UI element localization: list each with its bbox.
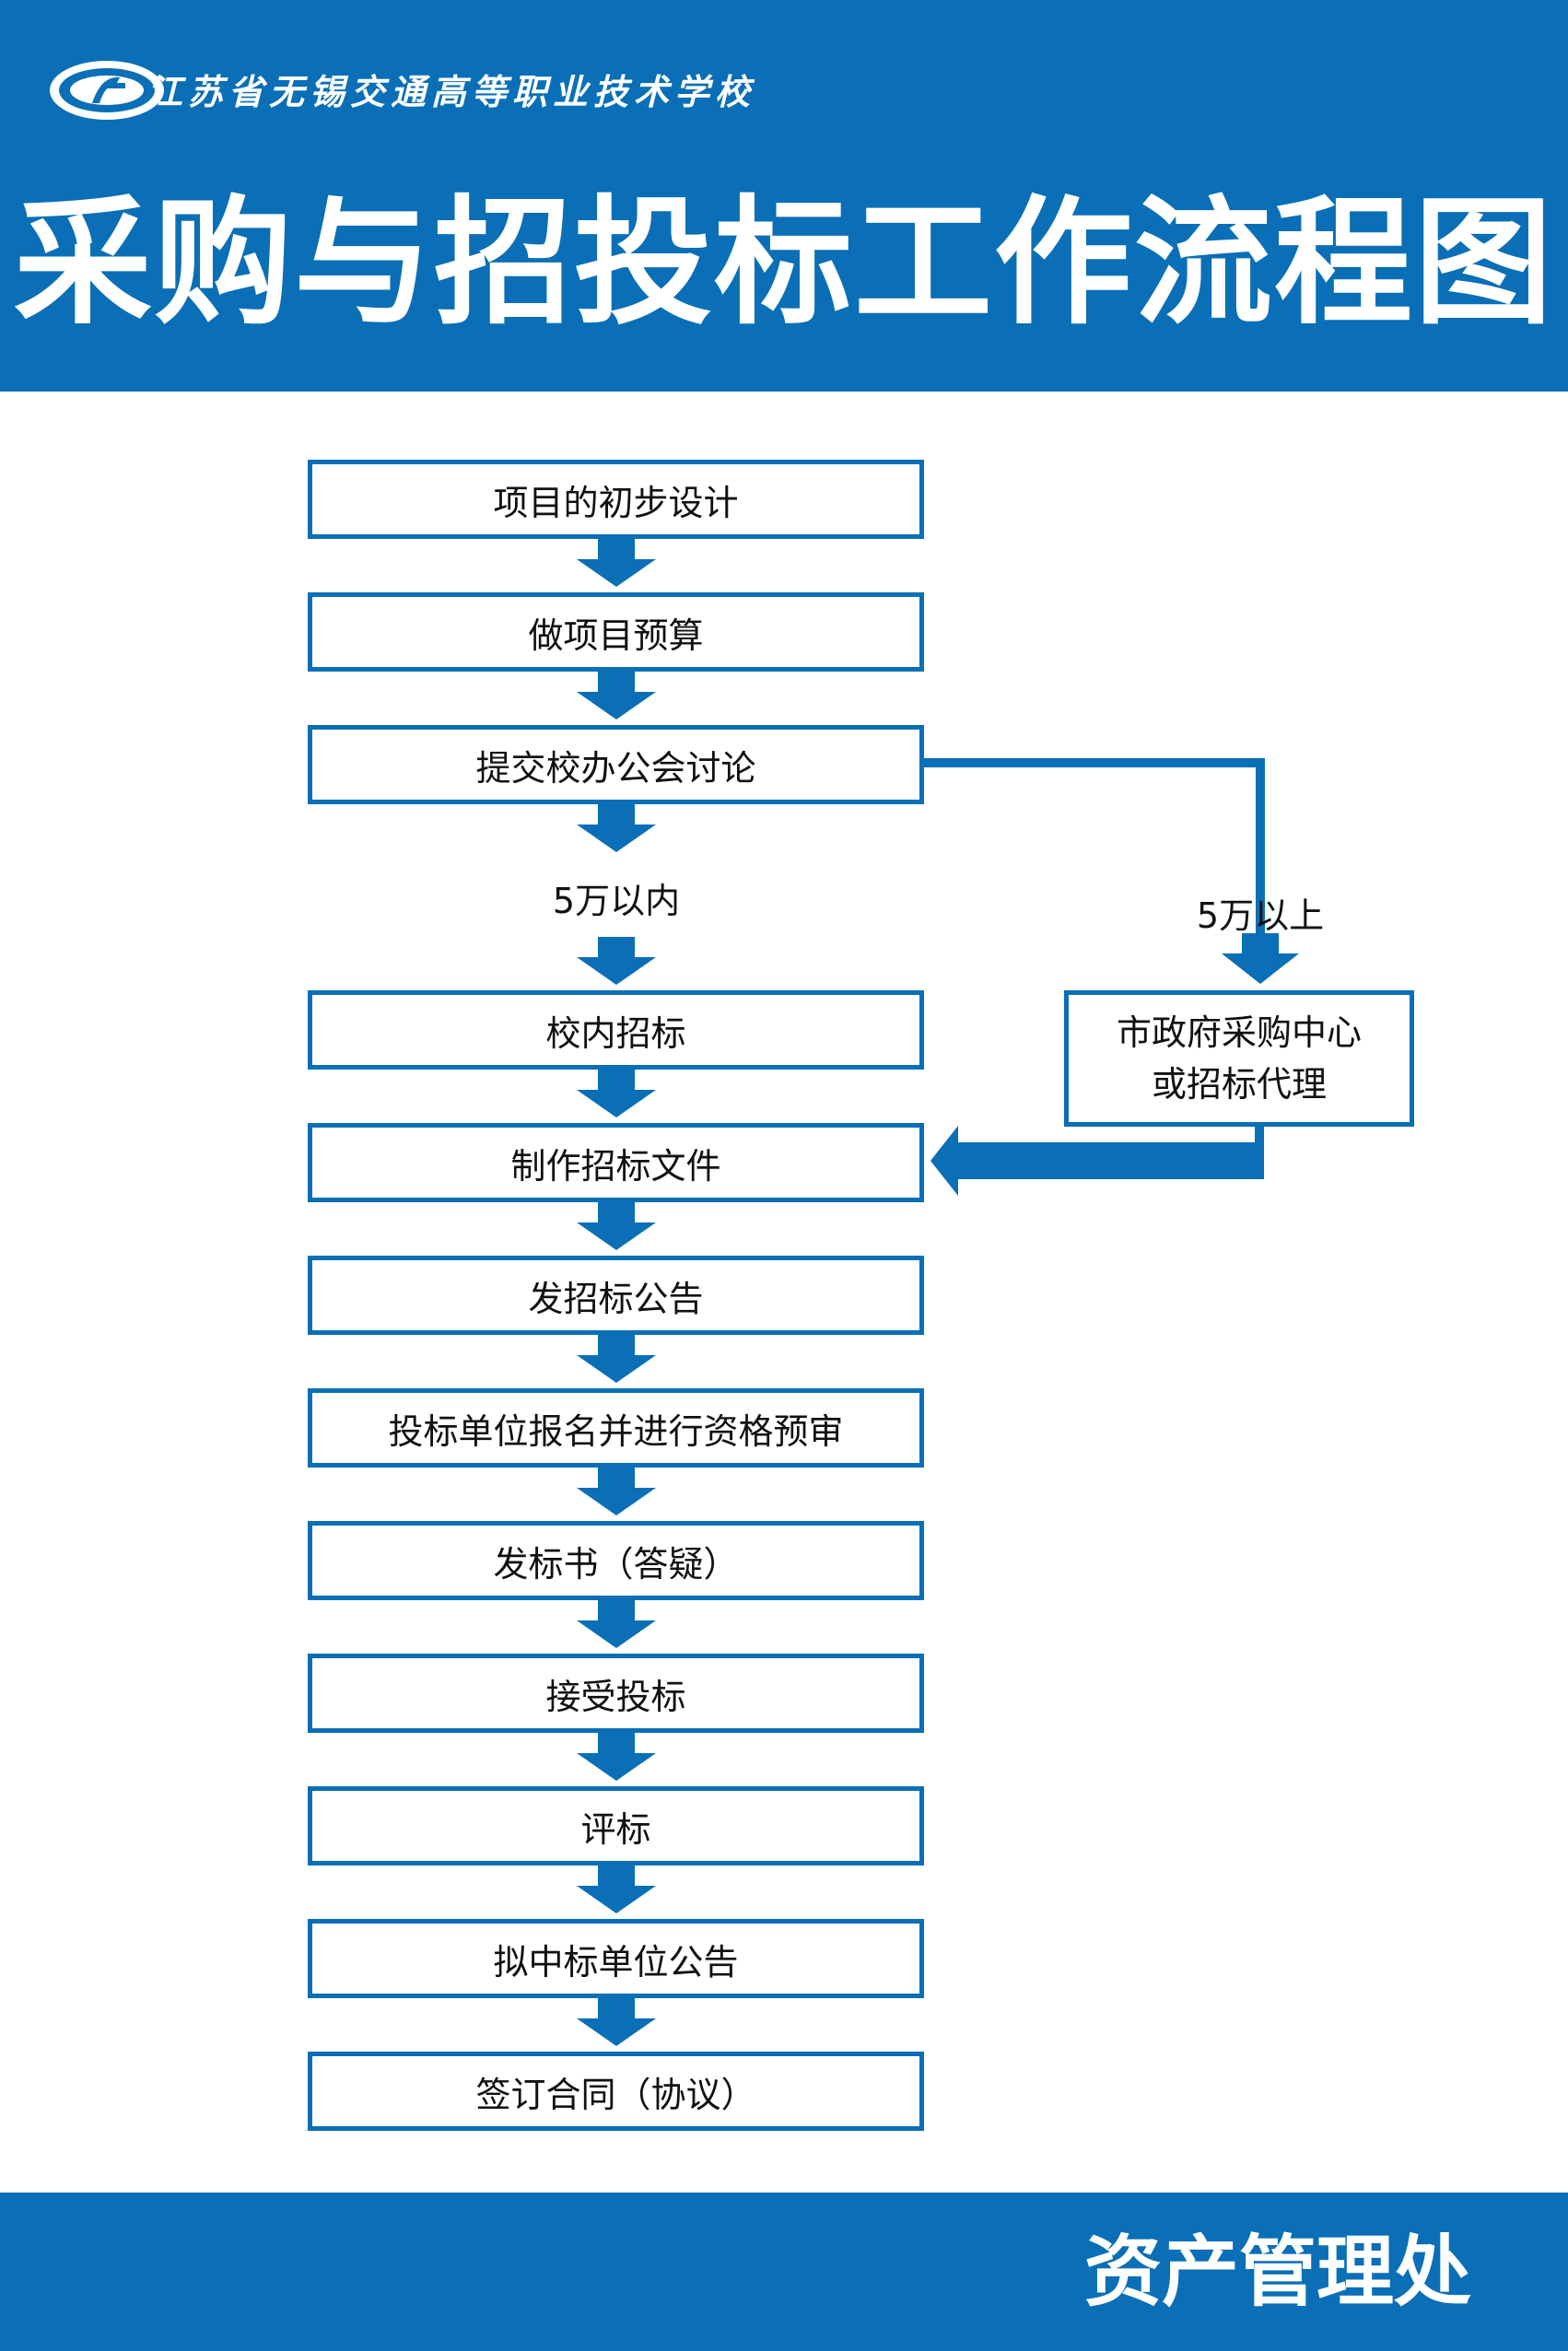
flow-arrow xyxy=(577,1600,656,1648)
side-box-line-2: 或招标代理 xyxy=(1151,1064,1327,1105)
side-box-line-1: 市政府采购中心 xyxy=(1116,1012,1362,1053)
flow-step-1: 项目的初步设计 xyxy=(308,460,924,539)
return-line-horizontal xyxy=(958,1142,1264,1179)
branch-arrow-down xyxy=(1222,933,1299,984)
flow-step-4: 校内招标 xyxy=(308,990,924,1070)
flow-arrow xyxy=(577,1335,656,1383)
side-box-city-procurement: 市政府采购中心 或招标代理 xyxy=(1064,990,1414,1127)
page-title: 采购与招投标工作流程图 xyxy=(13,181,1554,344)
flow-step-2: 做项目预算 xyxy=(308,592,924,672)
flow-step-12: 签订合同（协议） xyxy=(308,2052,924,2131)
flow-step-10: 评标 xyxy=(308,1786,924,1866)
flow-arrow xyxy=(577,1468,656,1515)
branch-line-vertical xyxy=(1256,758,1265,933)
return-arrow-left xyxy=(930,1126,958,1196)
flow-arrow xyxy=(577,1866,656,1913)
flow-arrow xyxy=(577,1998,656,2046)
school-name: 江苏省无锡交通高等职业技术学校 xyxy=(147,71,756,112)
school-emblem-icon xyxy=(50,61,164,120)
flow-arrow xyxy=(577,804,656,852)
flow-step-6: 发招标公告 xyxy=(308,1256,924,1335)
flow-step-8: 发标书（答疑） xyxy=(308,1521,924,1600)
footer-banner: 资产管理处 xyxy=(0,2193,1568,2351)
header-banner: 江苏省无锡交通高等职业技术学校 采购与招投标工作流程图 xyxy=(0,0,1568,392)
branch-label-above: 5万以上 xyxy=(1196,895,1325,936)
flow-arrow xyxy=(577,672,656,719)
department-name: 资产管理处 xyxy=(1083,2226,1471,2317)
flow-arrow xyxy=(577,1202,656,1250)
branch-line-horizontal xyxy=(924,758,1265,767)
flow-arrow xyxy=(577,937,656,985)
flow-step-11: 拟中标单位公告 xyxy=(308,1919,924,1998)
flow-step-5: 制作招标文件 xyxy=(308,1123,924,1202)
flow-arrow xyxy=(577,539,656,587)
flow-arrow xyxy=(577,1733,656,1781)
branch-label-within: 5万以内 xyxy=(552,881,681,921)
flow-step-9: 接受投标 xyxy=(308,1654,924,1733)
flow-step-3: 提交校办公会讨论 xyxy=(308,725,924,804)
flow-arrow xyxy=(577,1070,656,1117)
flow-step-7: 投标单位报名并进行资格预审 xyxy=(308,1388,924,1468)
